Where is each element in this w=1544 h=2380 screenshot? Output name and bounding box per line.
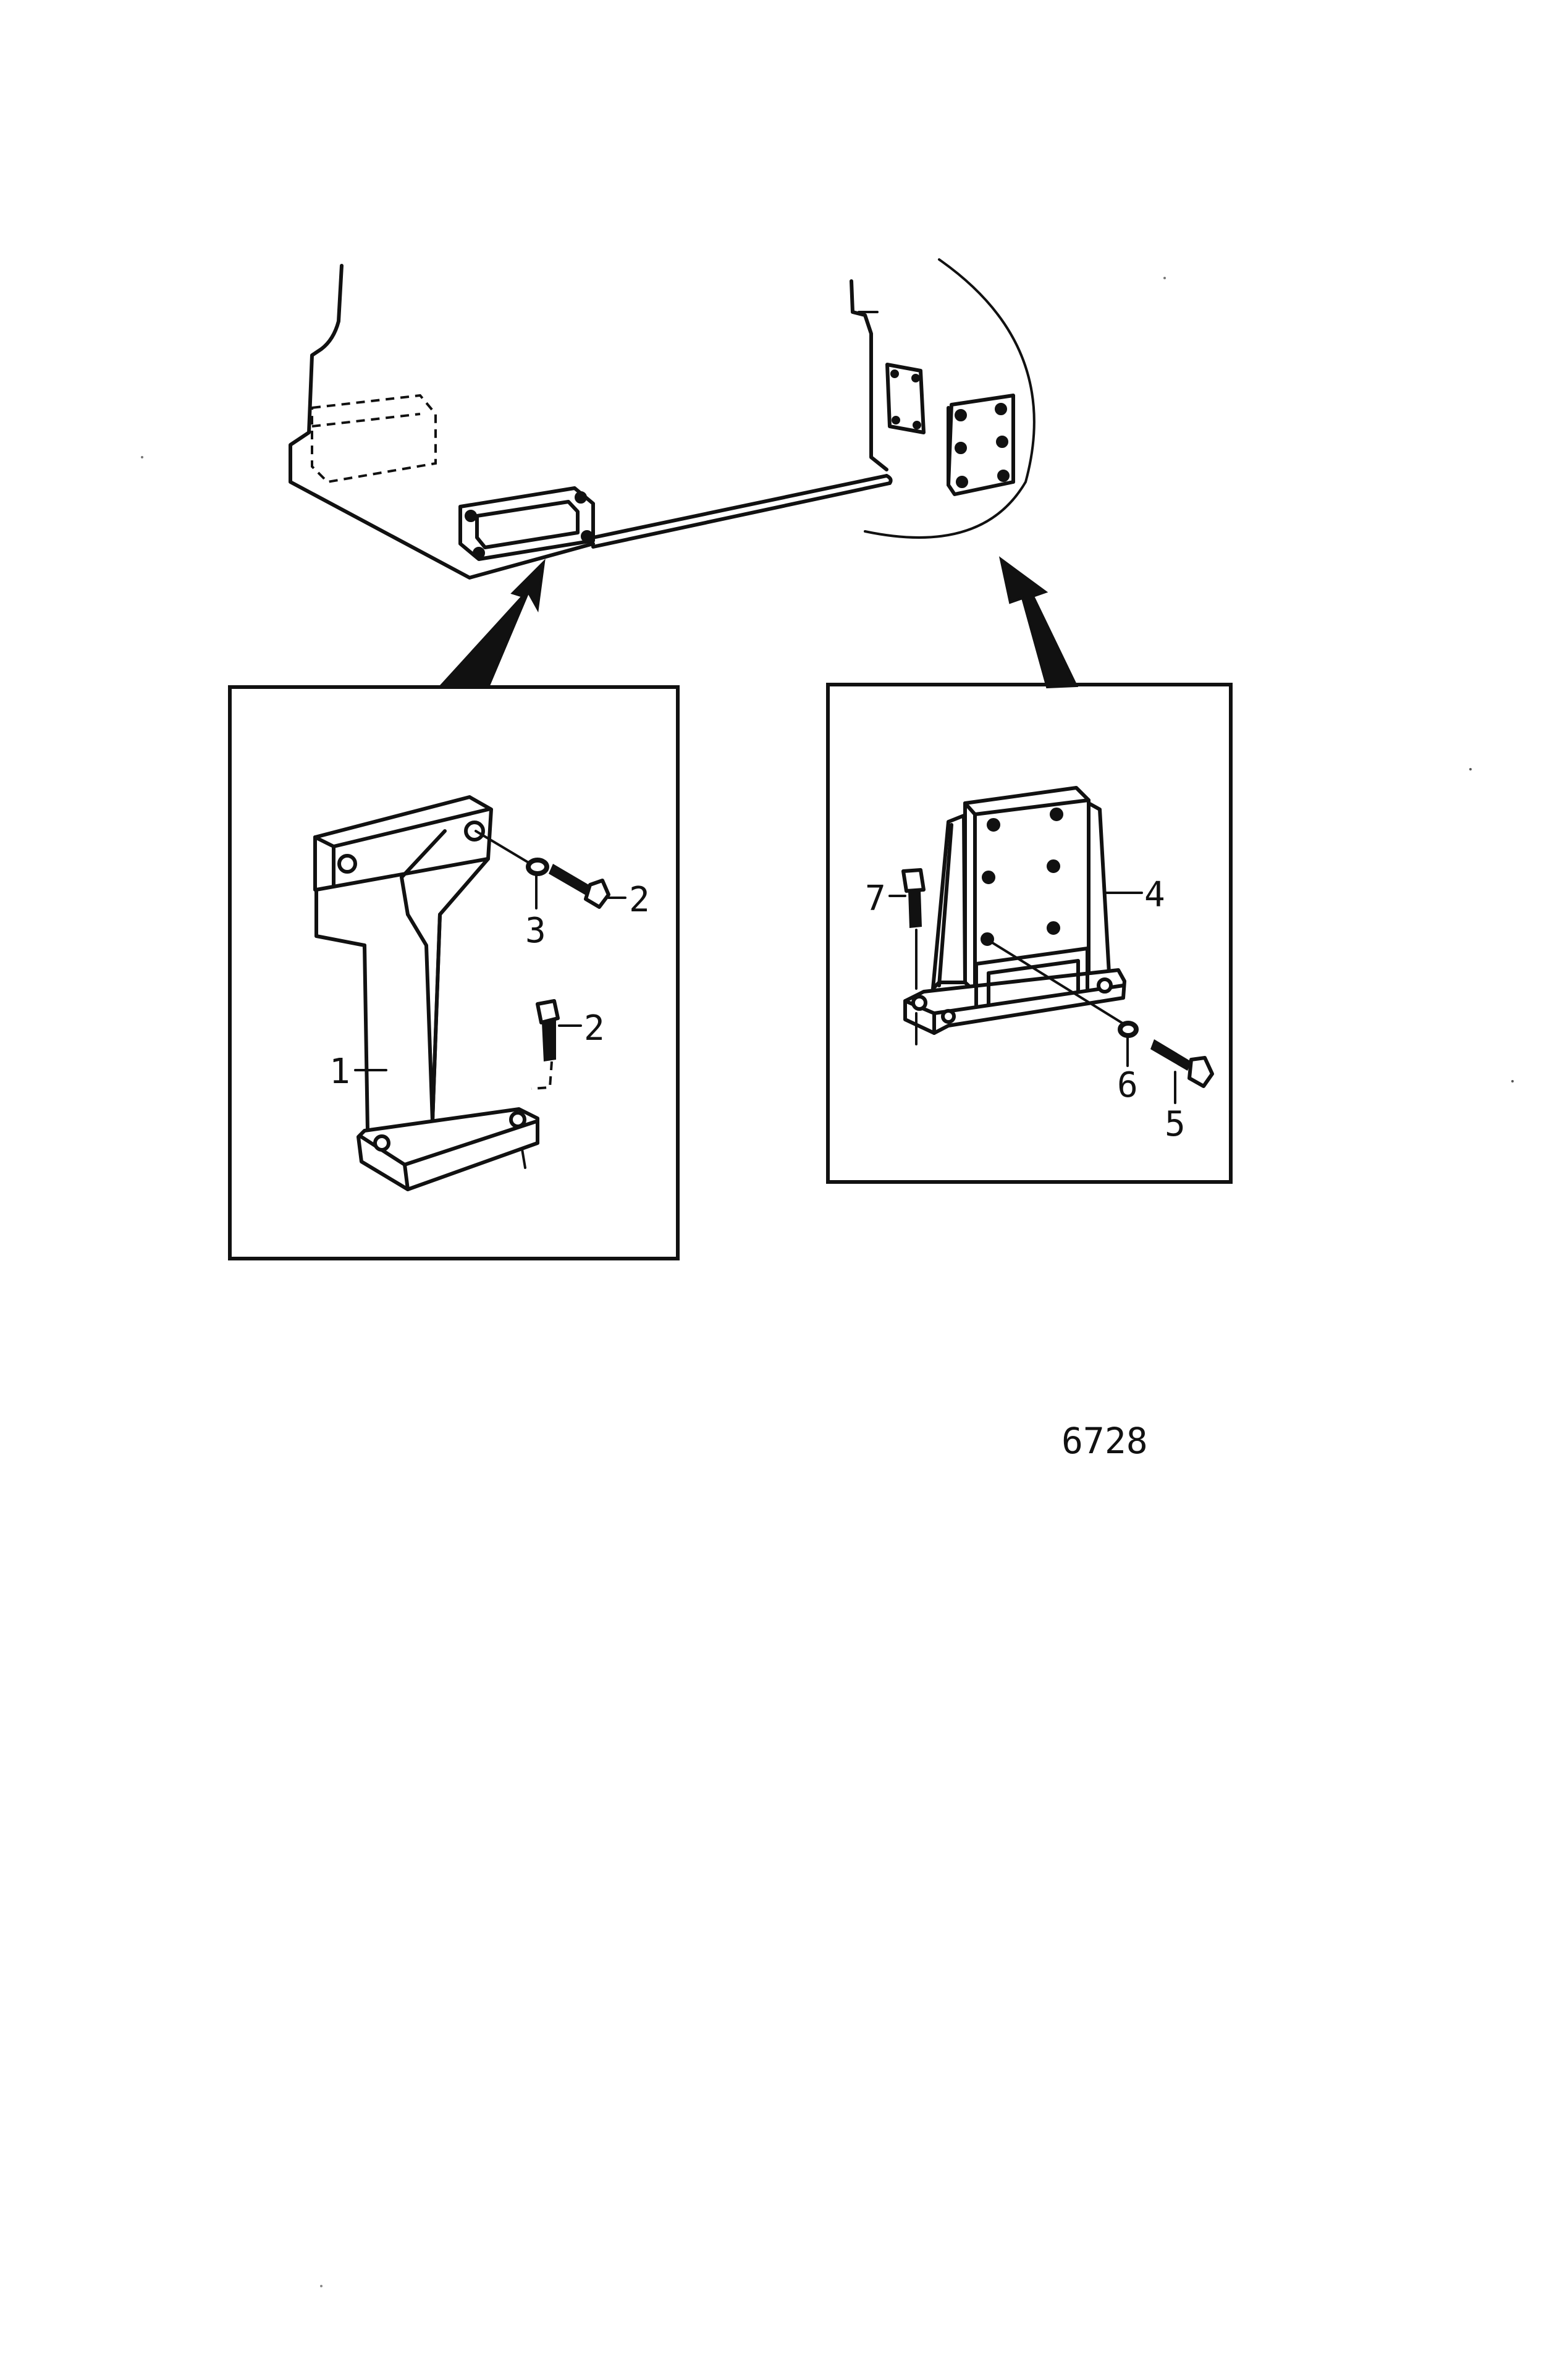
bolt-7 <box>901 868 926 1045</box>
front-mount-flange <box>458 486 595 561</box>
callout-1: 1 <box>329 1052 350 1092</box>
washer-3 <box>526 858 549 876</box>
detail-box-front-bracket: 3 2 2 1 <box>228 685 680 1260</box>
pointer-arrow-left <box>437 559 546 688</box>
bolt-2-top <box>549 864 610 909</box>
rear-mount-bracket <box>903 786 1126 1035</box>
callout-7: 7 <box>865 879 886 919</box>
washer-6 <box>1118 1021 1139 1038</box>
front-mount-bracket <box>313 795 539 1191</box>
callout-2-bottom: 2 <box>584 1008 605 1049</box>
bolt-5 <box>1150 1039 1214 1088</box>
figure-number: 6728 <box>1061 1420 1148 1462</box>
bolt-2-bottom <box>531 999 560 1090</box>
callout-4: 4 <box>1144 875 1165 915</box>
engine-overview <box>289 258 1036 580</box>
callout-6: 6 <box>1117 1065 1138 1105</box>
callout-2-top: 2 <box>629 880 650 920</box>
rear-mount-plate <box>947 394 1015 496</box>
detail-box-rear-bracket: 6 5 7 4 <box>826 683 1233 1184</box>
callout-5: 5 <box>1165 1104 1186 1144</box>
pointer-arrow-right <box>998 556 1079 689</box>
callout-3: 3 <box>525 911 546 951</box>
